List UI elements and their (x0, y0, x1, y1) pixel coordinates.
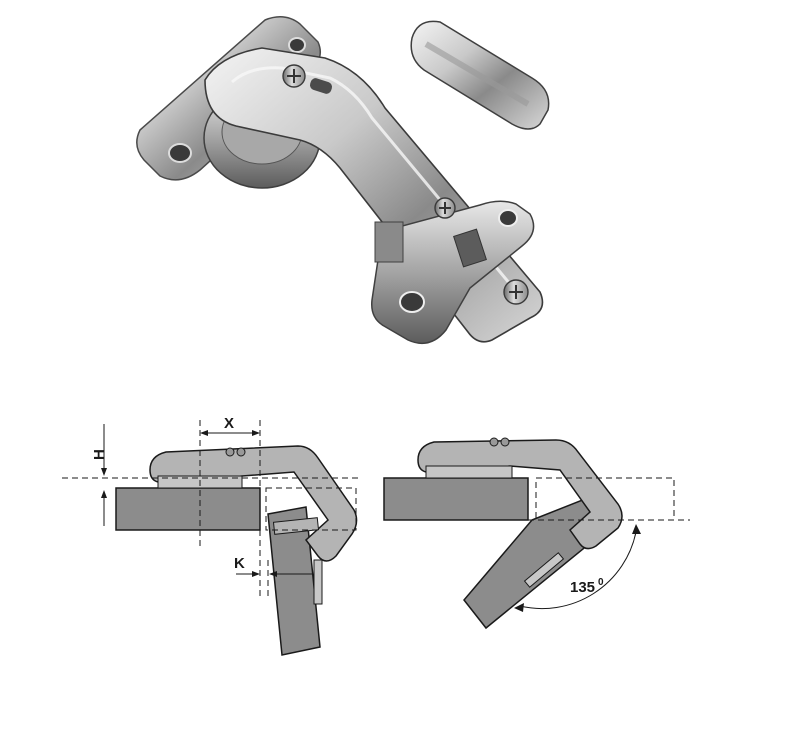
diagram-closed: X H K (62, 415, 358, 656)
plate-screw-hole-icon (288, 37, 306, 53)
dimension-k-label: K (234, 555, 245, 572)
door-board (267, 506, 321, 656)
plate-screw-hole-icon (168, 143, 192, 163)
cabinet-side-board-open (383, 477, 529, 521)
base-screw-hole-icon (399, 291, 425, 313)
dimension-x-label: X (224, 415, 234, 432)
base-screw-hole-icon (498, 209, 518, 227)
hinge-photo (136, 16, 550, 345)
dimension-h-label: H (91, 449, 108, 460)
cabinet-side-board (115, 487, 261, 531)
